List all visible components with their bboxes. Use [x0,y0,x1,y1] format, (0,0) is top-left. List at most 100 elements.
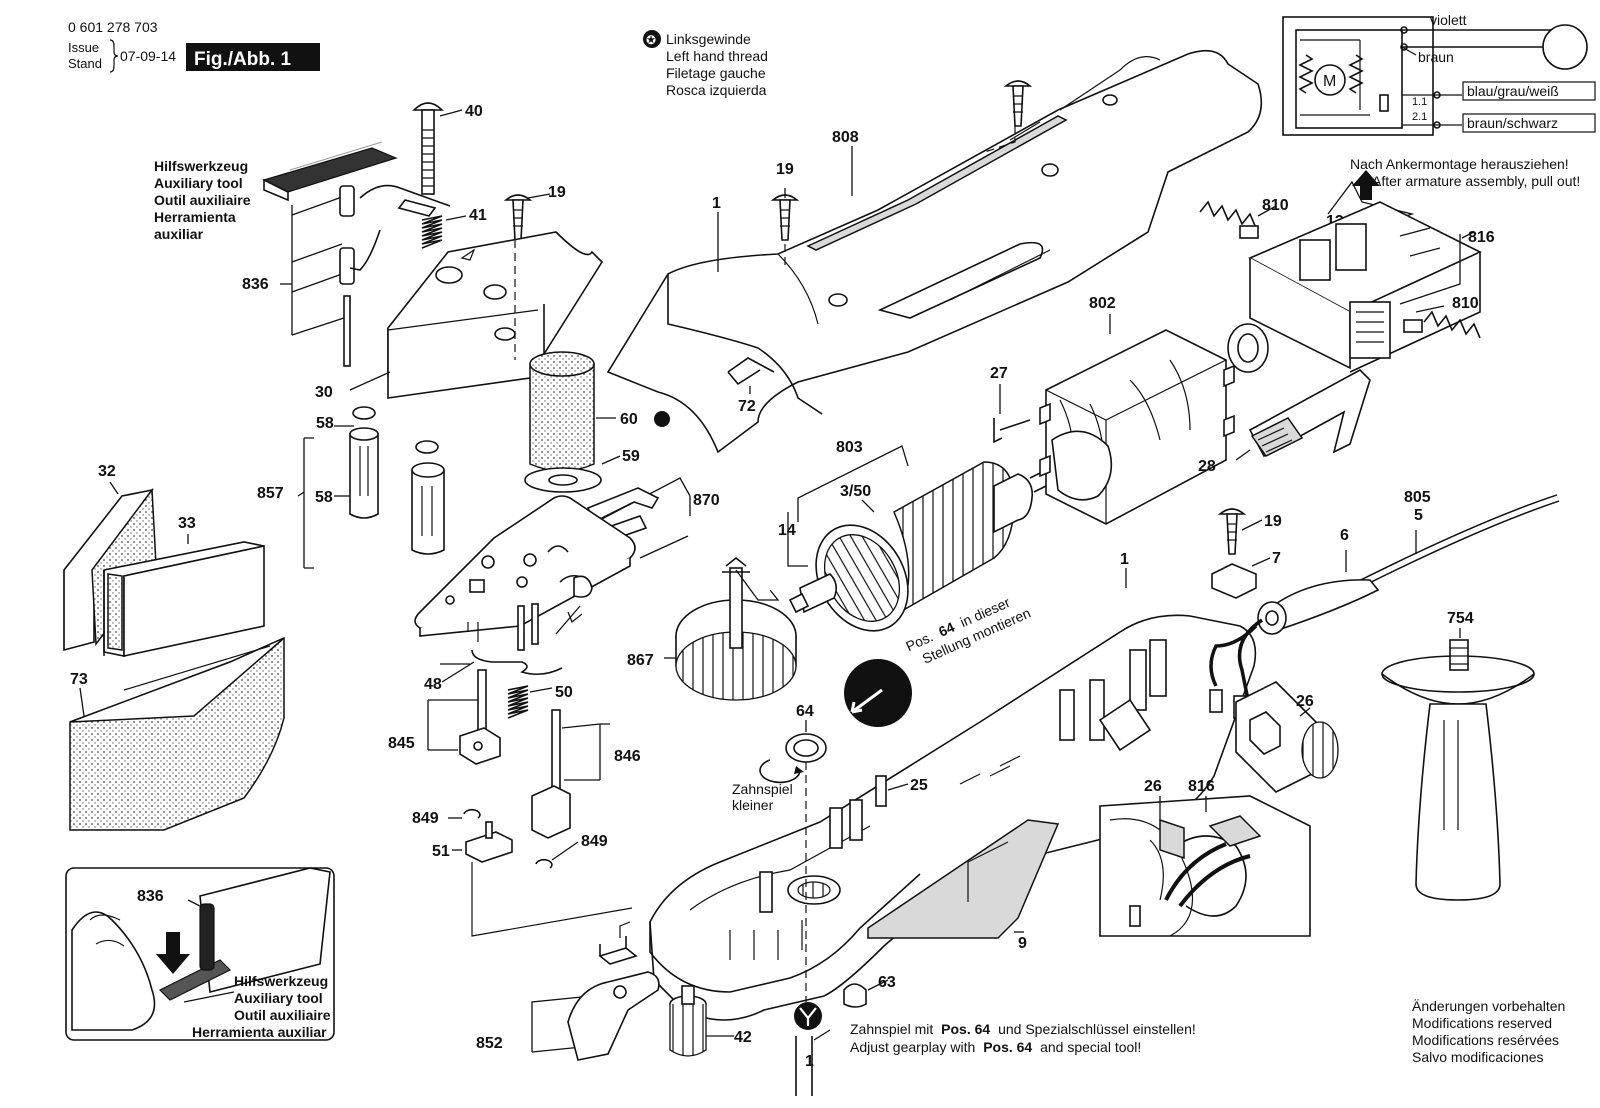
issue-date: 07-09-14 [120,48,176,64]
wire-48 [471,649,563,676]
connector-26 [1235,681,1339,793]
gearplay-en-bold: Pos. 64 [983,1039,1032,1055]
special-key-1 [795,1036,813,1096]
gear-867 [675,556,797,701]
sleeve-836-b [339,247,355,285]
svg-text:✪: ✪ [646,33,656,47]
housing-shell-top [606,49,1263,454]
modifications-fr: Modifications resérvées [1412,1032,1559,1048]
spring-41 [421,215,443,249]
label-30: 30 [315,384,333,401]
clip-849-a [463,808,481,819]
wire-blue-grey-white: blau/grau/weiß [1467,83,1559,99]
aux-tool-bottom-en: Auxiliary tool [234,990,323,1006]
header-block: 0 601 278 703 Issue Stand 07-09-14 Fig./… [68,19,320,73]
brush-holder-816 [1248,201,1482,373]
label-60: 60 [620,411,638,428]
cap-63 [843,983,867,1008]
screw-19-top [1003,80,1033,127]
sanding-sheet-33 [103,541,265,657]
svg-text:Adjust gearplay with Pos: Adjust gearplay with Pos. 64 and special… [850,1039,1141,1055]
aux-tool-es2: auxiliar [154,226,204,242]
knob-42 [669,985,707,1057]
thread-note-de: Linksgewinde [666,31,751,47]
label-26-b: 26 [1144,778,1162,795]
wiring-diagram: M 1.1 2.1 violett braun blau/grau/weiß b… [1282,12,1596,136]
aux-tool-bottom-de: Hilfswerkzeug [234,973,328,989]
label-7: 7 [1272,550,1281,567]
label-19-b: 19 [776,161,794,178]
ring-58-a [352,406,376,420]
aux-tool-top-label: Hilfswerkzeug Auxiliary tool Outil auxil… [154,158,251,242]
leader-836-top [291,196,348,336]
label-9: 9 [1018,935,1027,952]
sleeve-857 [411,469,445,555]
label-808: 808 [832,129,859,146]
contact-2: 2.1 [1412,111,1427,123]
svg-text:Zahnspiel mit Pos. 64: Zahnspiel mit Pos. 64 und Spezialschlüss… [850,1021,1196,1037]
brush-810-b [1403,319,1423,333]
label-1-bottom: 1 [1120,551,1129,568]
modifications-note: Änderungen vorbehalten Modifications res… [1412,998,1565,1065]
thread-note: ✪ Linksgewinde Left hand thread Filetage… [643,30,768,98]
label-867: 867 [627,652,654,669]
label-5: 5 [1414,507,1423,524]
motor-symbol-label: M [1323,73,1336,90]
aux-tool-de: Hilfswerkzeug [154,158,248,174]
stand-label: Stand [68,56,102,71]
sanding-belt-73 [69,636,285,831]
part-number: 0 601 278 703 [68,19,158,35]
auxiliary-handle-754 [1381,639,1535,901]
filter-60 [529,351,595,472]
gearplay-de-end: und Spezialschlüssel einstellen! [998,1021,1196,1037]
spring-50 [507,685,529,719]
gearplay-de-start: Zahnspiel mit [850,1021,933,1037]
label-72: 72 [738,398,756,415]
modifications-es: Salvo modificaciones [1412,1049,1544,1065]
issue-label: Issue [68,40,99,55]
figure-label: Fig./Abb. 1 [194,49,292,70]
label-40: 40 [465,103,483,120]
label-810-b: 810 [1452,295,1479,312]
pull-out-en: After armature assembly, pull out! [1372,173,1580,189]
label-857: 857 [257,485,284,502]
thread-note-fr: Filetage gauche [666,65,766,81]
label-58-a: 58 [316,415,334,432]
label-14: 14 [778,522,796,539]
clamp-7 [1211,563,1257,599]
clip-72 [727,357,775,386]
label-803: 803 [836,439,863,456]
aux-tool-inset: 836 [65,867,335,1041]
screw-40 [412,102,444,195]
screw-19-c [1217,508,1247,555]
label-48: 48 [424,676,442,693]
figure-label-box [186,43,320,71]
label-802: 802 [1089,295,1116,312]
gearplay-small-2: kleiner [732,797,774,813]
left-thread-star-icon-60 [654,411,670,427]
wire-brown: braun [1418,49,1454,65]
label-50: 50 [555,684,573,701]
gearplay-de-bold: Pos. 64 [941,1021,990,1037]
label-849-b: 849 [581,833,608,850]
label-59: 59 [622,448,640,465]
wire-violet: violett [1430,12,1467,28]
screw-19-b [770,194,800,241]
left-thread-star-icon [643,30,661,48]
label-1-top: 1 [712,195,721,212]
label-754: 754 [1447,610,1474,627]
brush-spring-810-a [1199,200,1257,229]
label-58-b: 58 [315,489,333,506]
label-852: 852 [476,1035,503,1052]
sleeve-58 [349,433,379,519]
label-836-inset: 836 [137,888,164,905]
terminal-27 [993,418,1031,444]
ring-58-b [415,440,439,454]
label-33: 33 [178,515,196,532]
stator-802 [1039,329,1235,525]
label-870: 870 [693,492,720,509]
gearplay-small-1: Zahnspiel [732,781,793,797]
thread-note-en: Left hand thread [666,48,768,64]
label-28: 28 [1198,458,1216,475]
